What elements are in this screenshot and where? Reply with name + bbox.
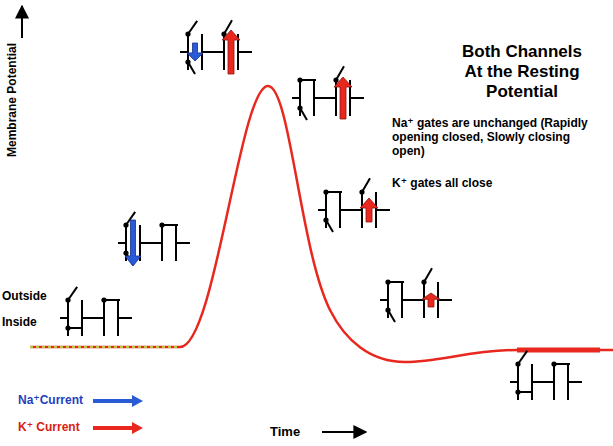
membrane-wall bbox=[375, 192, 377, 228]
outside-label: Outside bbox=[2, 289, 47, 304]
membrane-wall bbox=[238, 51, 252, 53]
resting-segment bbox=[517, 348, 600, 353]
channel-icon bbox=[510, 351, 582, 400]
membrane-wall bbox=[314, 97, 336, 99]
gate-hinge bbox=[159, 222, 164, 227]
k-current-arrow bbox=[334, 77, 352, 119]
gate-hinge bbox=[551, 361, 556, 366]
membrane-wall bbox=[376, 209, 390, 211]
gate-hinge bbox=[323, 189, 328, 194]
membrane-wall bbox=[67, 300, 69, 336]
membrane-wall bbox=[340, 209, 362, 211]
gate-hinge bbox=[359, 189, 364, 194]
na-current-arrow bbox=[187, 43, 203, 61]
membrane-wall bbox=[175, 225, 177, 261]
gate-hinge bbox=[385, 279, 390, 284]
membrane-wall bbox=[517, 364, 519, 400]
membrane-wall bbox=[82, 317, 104, 319]
membrane-wall bbox=[339, 192, 341, 228]
legend-arrows bbox=[93, 395, 143, 434]
gate-hinge bbox=[385, 307, 390, 312]
membrane-wall bbox=[380, 299, 388, 301]
membrane-wall bbox=[568, 381, 582, 383]
membrane-wall bbox=[423, 282, 425, 318]
membrane-wall bbox=[118, 242, 126, 244]
k-current-arrow bbox=[222, 30, 240, 74]
gate-hinge bbox=[333, 77, 338, 82]
membrane-wall bbox=[118, 317, 132, 319]
membrane-wall bbox=[292, 97, 300, 99]
inside-label: Inside bbox=[2, 315, 37, 330]
membrane-wall bbox=[117, 300, 119, 336]
gate-hinge bbox=[65, 297, 70, 302]
membrane-wall bbox=[350, 97, 364, 99]
k-current-arrow bbox=[422, 293, 440, 307]
gate-hinge bbox=[515, 361, 520, 366]
legend-text: K⁺ Current bbox=[18, 420, 80, 435]
membrane-wall bbox=[553, 364, 555, 400]
gate-hinge bbox=[101, 297, 106, 302]
channel-icon bbox=[380, 268, 452, 322]
membrane-wall bbox=[532, 381, 554, 383]
x-axis-arrow bbox=[322, 431, 366, 433]
membrane-wall bbox=[531, 364, 533, 400]
membrane-wall bbox=[510, 381, 518, 383]
membrane-wall bbox=[176, 242, 190, 244]
channel-icon bbox=[180, 20, 252, 74]
membrane-wall bbox=[81, 300, 83, 336]
membrane-wall bbox=[318, 209, 326, 211]
gate-hinge bbox=[185, 59, 190, 64]
gate-hinge bbox=[123, 222, 128, 227]
membrane-wall bbox=[161, 225, 163, 261]
k-gate-note: K⁺ gates all close bbox=[392, 176, 492, 191]
action-potential-curve bbox=[30, 86, 613, 362]
membrane-wall bbox=[313, 80, 315, 116]
channel-icon bbox=[318, 178, 390, 232]
slide-title: Both Channels At the Resting Potential bbox=[452, 42, 592, 102]
y-axis-arrow bbox=[21, 6, 23, 38]
membrane-wall bbox=[361, 192, 363, 228]
legend-text: Na⁺Current bbox=[18, 393, 83, 408]
gate-hinge bbox=[515, 389, 520, 394]
membrane-wall bbox=[202, 51, 224, 53]
membrane-wall bbox=[437, 282, 439, 318]
channel-icon bbox=[60, 287, 132, 336]
na-gate-note: Na⁺ gates are unchanged (Rapidly opening… bbox=[392, 116, 604, 158]
gate-hinge bbox=[65, 325, 70, 330]
gate-hinge bbox=[323, 217, 328, 222]
channel-icon bbox=[118, 212, 190, 266]
k-legend-arrow bbox=[93, 422, 143, 434]
membrane-wall bbox=[103, 300, 105, 336]
k-current-arrow bbox=[360, 198, 378, 222]
channel-icon bbox=[292, 66, 364, 120]
na-current-arrow bbox=[125, 220, 141, 266]
gate-hinge bbox=[297, 105, 302, 110]
membrane-wall bbox=[140, 242, 162, 244]
gate-hinge bbox=[297, 77, 302, 82]
membrane-wall bbox=[567, 364, 569, 400]
na-legend-arrow bbox=[93, 395, 143, 407]
gate-hinge bbox=[185, 31, 190, 36]
membrane-wall bbox=[201, 34, 203, 70]
y-axis-label: Membrane Potential bbox=[5, 43, 20, 157]
gate-hinge bbox=[421, 279, 426, 284]
membrane-wall bbox=[402, 299, 424, 301]
membrane-wall bbox=[60, 317, 68, 319]
membrane-wall bbox=[401, 282, 403, 318]
baseline-dots bbox=[30, 346, 180, 348]
x-axis-label: Time bbox=[270, 424, 300, 439]
gate-hinge bbox=[123, 250, 128, 255]
